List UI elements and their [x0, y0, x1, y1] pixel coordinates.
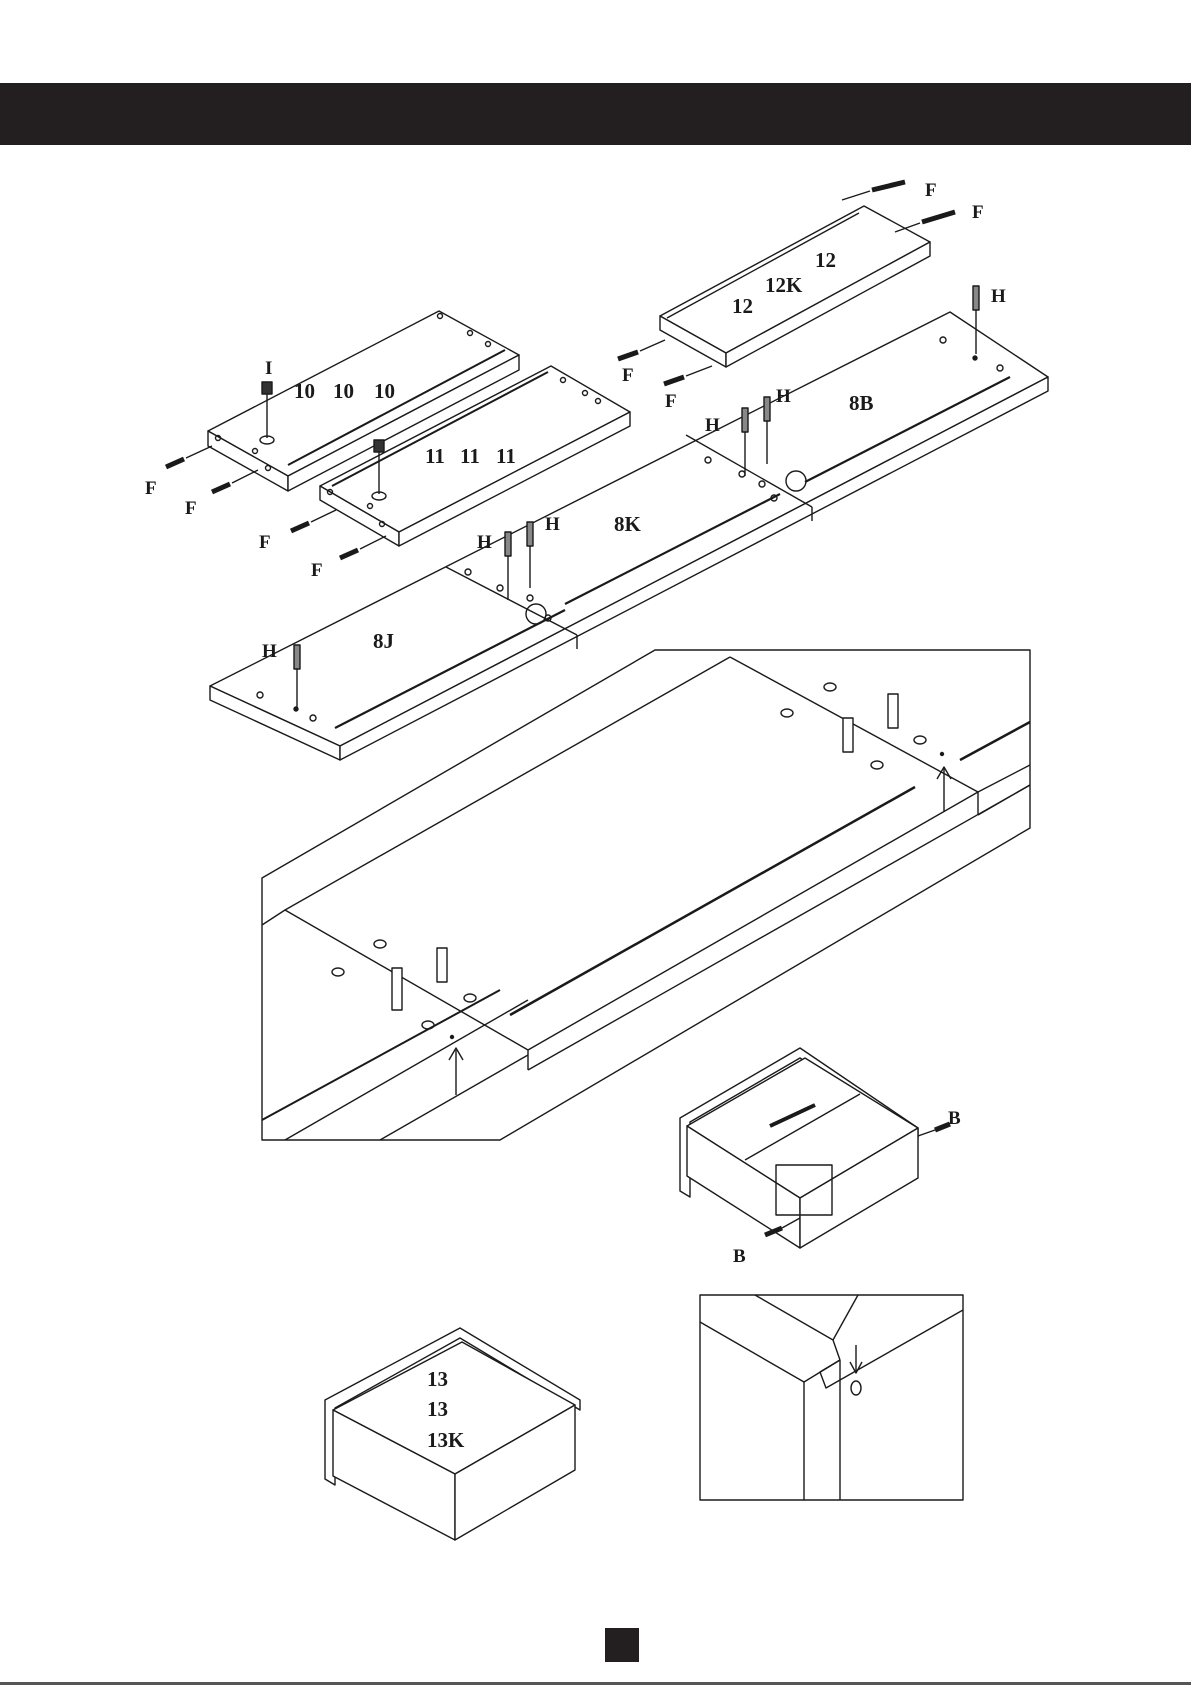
- hw-label-f-4: F: [665, 391, 677, 412]
- hw-label-b-2: B: [733, 1246, 746, 1267]
- part-label-8k: 8K: [614, 512, 642, 536]
- part-label-11-b: 11: [460, 444, 480, 468]
- part-label-10-a: 10: [294, 379, 315, 403]
- part-label-13-a: 13: [427, 1367, 448, 1391]
- part-label-12-b: 12: [732, 294, 753, 318]
- hw-label-h-6: H: [262, 641, 277, 662]
- part-label-10-b: 10: [333, 379, 354, 403]
- drawer-assembly: [680, 1048, 950, 1248]
- corner-detail-view: [700, 1295, 963, 1500]
- hw-label-h-2: H: [776, 386, 791, 407]
- hw-label-f-5: F: [145, 478, 157, 499]
- hw-label-f-6: F: [185, 498, 197, 519]
- part-label-13-b: 13: [427, 1397, 448, 1421]
- part-label-8b: 8B: [849, 391, 874, 415]
- hw-label-f-1: F: [925, 180, 937, 201]
- part-label-12-a: 12: [815, 248, 836, 272]
- part-label-12k: 12K: [765, 273, 803, 297]
- hw-label-f-8: F: [311, 560, 323, 581]
- part-label-13k: 13K: [427, 1428, 465, 1452]
- part-label-10-c: 10: [374, 379, 395, 403]
- hw-label-b-1: B: [948, 1108, 961, 1129]
- hw-label-i: I: [265, 358, 272, 379]
- part-label-11-c: 11: [496, 444, 516, 468]
- hw-label-f-3: F: [622, 365, 634, 386]
- hw-label-h-3: H: [705, 415, 720, 436]
- hw-label-h-5: H: [477, 532, 492, 553]
- hw-label-f-2: F: [972, 202, 984, 223]
- part-label-11-a: 11: [425, 444, 445, 468]
- hw-label-f-7: F: [259, 532, 271, 553]
- hw-label-h-4: H: [545, 514, 560, 535]
- page-number-box: [605, 1628, 639, 1662]
- hw-label-h-1: H: [991, 286, 1006, 307]
- part-label-8j: 8J: [373, 629, 394, 653]
